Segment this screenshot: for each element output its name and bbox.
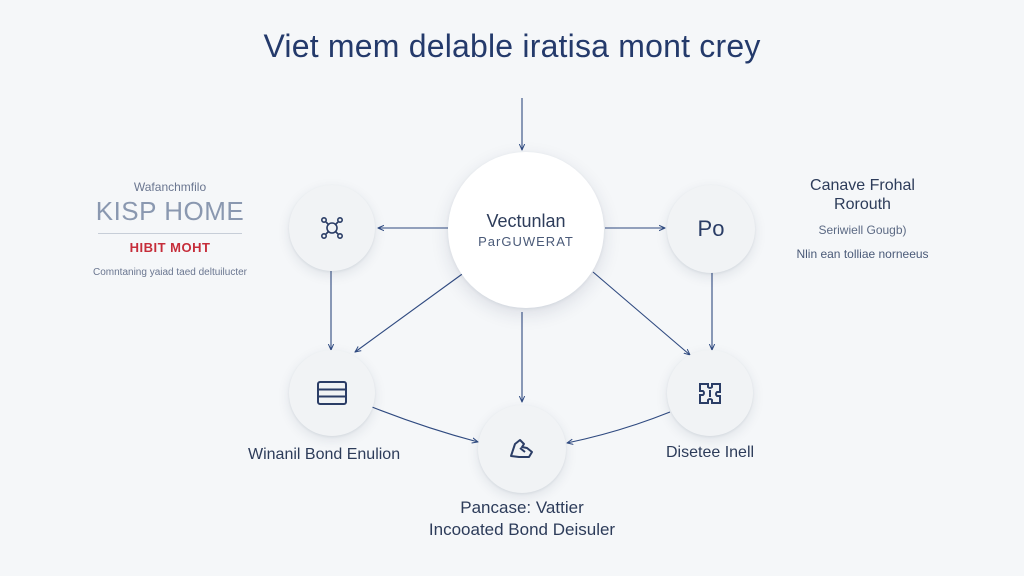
left-small-text: Wafanchmfilo	[133, 180, 207, 194]
right-title-line2: Rorouth	[834, 196, 891, 213]
puzzle-icon	[699, 383, 721, 404]
bottom-center-node[interactable]	[478, 405, 566, 493]
hub-node[interactable]: Vectunlan ParGUWERAT	[448, 152, 604, 308]
bottom-center-label-line2: Incooated Bond Deisuler	[428, 520, 616, 539]
right-info-block: Canave Frohal Rorouth Seriwiell Gougb) N…	[780, 176, 945, 261]
right-caption: Nlin ean tolliae norneeus	[796, 247, 929, 261]
bottom-left-node[interactable]	[289, 350, 375, 436]
page-title: Viet mem delable iratisa mont crey	[263, 28, 761, 64]
po-icon: Po	[697, 216, 725, 241]
arrow-hub-to-bottom-right	[592, 271, 690, 355]
handshake-icon	[510, 439, 533, 458]
bottom-center-label: Pancase: Vattier Incooated Bond Deisuler	[392, 497, 652, 541]
bottom-right-label: Disetee Inell	[666, 444, 755, 461]
left-node[interactable]	[289, 185, 375, 271]
left-red-heading: HIBIT MOHT	[129, 240, 211, 255]
arrow-bottom-left-to-center	[371, 406, 478, 442]
list-icon	[317, 381, 347, 405]
arrow-hub-to-bottom-left	[355, 271, 466, 352]
hub-title: Vectunlan	[486, 211, 566, 231]
right-subtitle: Seriwiell Gougb)	[818, 223, 907, 237]
bottom-center-label-line1: Pancase: Vattier	[460, 498, 584, 517]
network-icon	[320, 216, 343, 239]
right-title-line1: Canave Frohal	[810, 177, 915, 194]
hub-subtitle: ParGUWERAT	[478, 234, 574, 249]
bottom-left-label: Winanil Bond Enulion	[248, 446, 401, 463]
left-caption: Comntaning yaiad taed deltuilucter	[93, 267, 247, 278]
bottom-right-node[interactable]	[667, 350, 753, 436]
right-node[interactable]: Po	[667, 185, 755, 273]
left-info-block: Wafanchmfilo KISP HOME HIBIT MOHT Comnta…	[90, 180, 250, 278]
left-logo-text: KISP HOME	[95, 196, 245, 226]
arrow-bottom-right-to-center	[567, 411, 671, 443]
left-divider	[98, 233, 242, 234]
